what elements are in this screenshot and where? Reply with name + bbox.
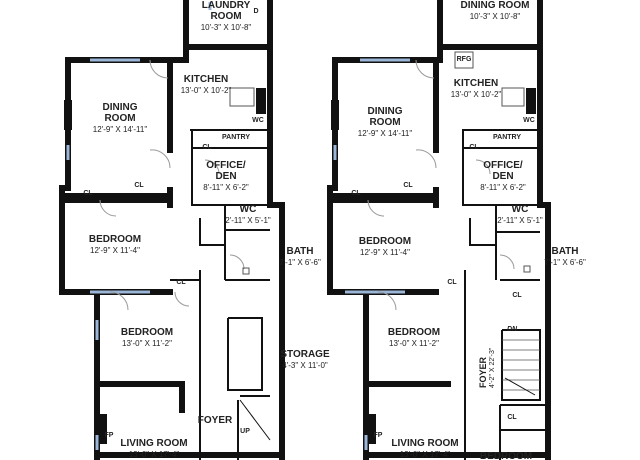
wc-small-label: WC: [252, 117, 264, 124]
room-office: OFFICE/ DEN 8'-11" X 6'-2": [203, 160, 249, 192]
closet-label: CL: [403, 182, 413, 189]
refrigerator-label: RFG: [456, 56, 472, 63]
closet-label: CL: [176, 279, 186, 286]
right-plan-walls: [327, 0, 551, 460]
room-storage: STORAGE 4'-3" X 11'-0": [280, 349, 330, 370]
room-bedroom-1: BEDROOM 12'-9" X 11'-4": [88, 234, 142, 255]
stairs-down-label: DN: [506, 326, 518, 333]
room-foyer: FOYER: [197, 415, 233, 426]
wc-small-label: WC: [523, 117, 535, 124]
pantry-label: PANTRY: [222, 134, 250, 141]
closet-label: CL: [469, 144, 479, 151]
left-plan-walls: [59, 0, 285, 460]
room-bath: BATH 7'-1" X 6'-6": [279, 246, 321, 267]
room-laundry: LAUNDRY ROOM 10'-3" X 10'-8": [200, 0, 252, 32]
room-bedroom-1: BEDROOM 12'-9" X 11'-4": [358, 236, 412, 257]
room-bath: BATH 7'-1" X 6'-6": [544, 246, 586, 267]
room-dining: DINING ROOM 12'-9" X 14'-11": [92, 102, 148, 134]
room-living: LIVING ROOM 13'-0" X 17'-4": [391, 438, 459, 459]
room-foyer: FOYER: [478, 356, 488, 388]
left-plan-details: [64, 2, 271, 450]
room-wc: WC 2'-11" X 5'-1": [497, 204, 543, 225]
room-dining: DINING ROOM 12'-9" X 14'-11": [357, 106, 413, 138]
closet-label: CL: [83, 190, 93, 197]
room-wc: WC 2'-11" X 5'-1": [225, 204, 271, 225]
dryer-label: D: [253, 8, 259, 15]
closet-label: CL: [507, 414, 517, 421]
pantry-label: PANTRY: [493, 134, 521, 141]
fireplace-label: FP: [373, 432, 383, 439]
closet-label: CL: [134, 182, 144, 189]
room-office: OFFICE/ DEN 8'-11" X 6'-2": [480, 160, 526, 192]
stairs-up-label: UP: [240, 428, 250, 435]
room-dining-top: DINING ROOM 10'-3" X 10'-8": [460, 0, 530, 21]
closet-label: CL: [351, 190, 361, 197]
room-bedroom-3: BEDROOM: [479, 451, 533, 460]
closet-label: CL: [447, 279, 457, 286]
room-kitchen: KITCHEN 13'-0" X 10'-2": [450, 78, 502, 99]
right-plan-details: [331, 51, 536, 450]
closet-label: CL: [202, 144, 212, 151]
fireplace-label: FP: [104, 432, 114, 439]
room-bedroom-2: BEDROOM 13'-0" X 11'-2": [387, 327, 441, 348]
room-bedroom-2: BEDROOM 13'-0" X 11'-2": [120, 327, 174, 348]
room-kitchen: KITCHEN 13'-0" X 10'-2": [180, 74, 232, 95]
room-living: LIVING ROOM 13'-0" X 17'-4": [120, 438, 188, 459]
closet-label: CL: [512, 292, 522, 299]
room-foyer-dim: 4'-2" X 22'-3": [489, 347, 496, 388]
